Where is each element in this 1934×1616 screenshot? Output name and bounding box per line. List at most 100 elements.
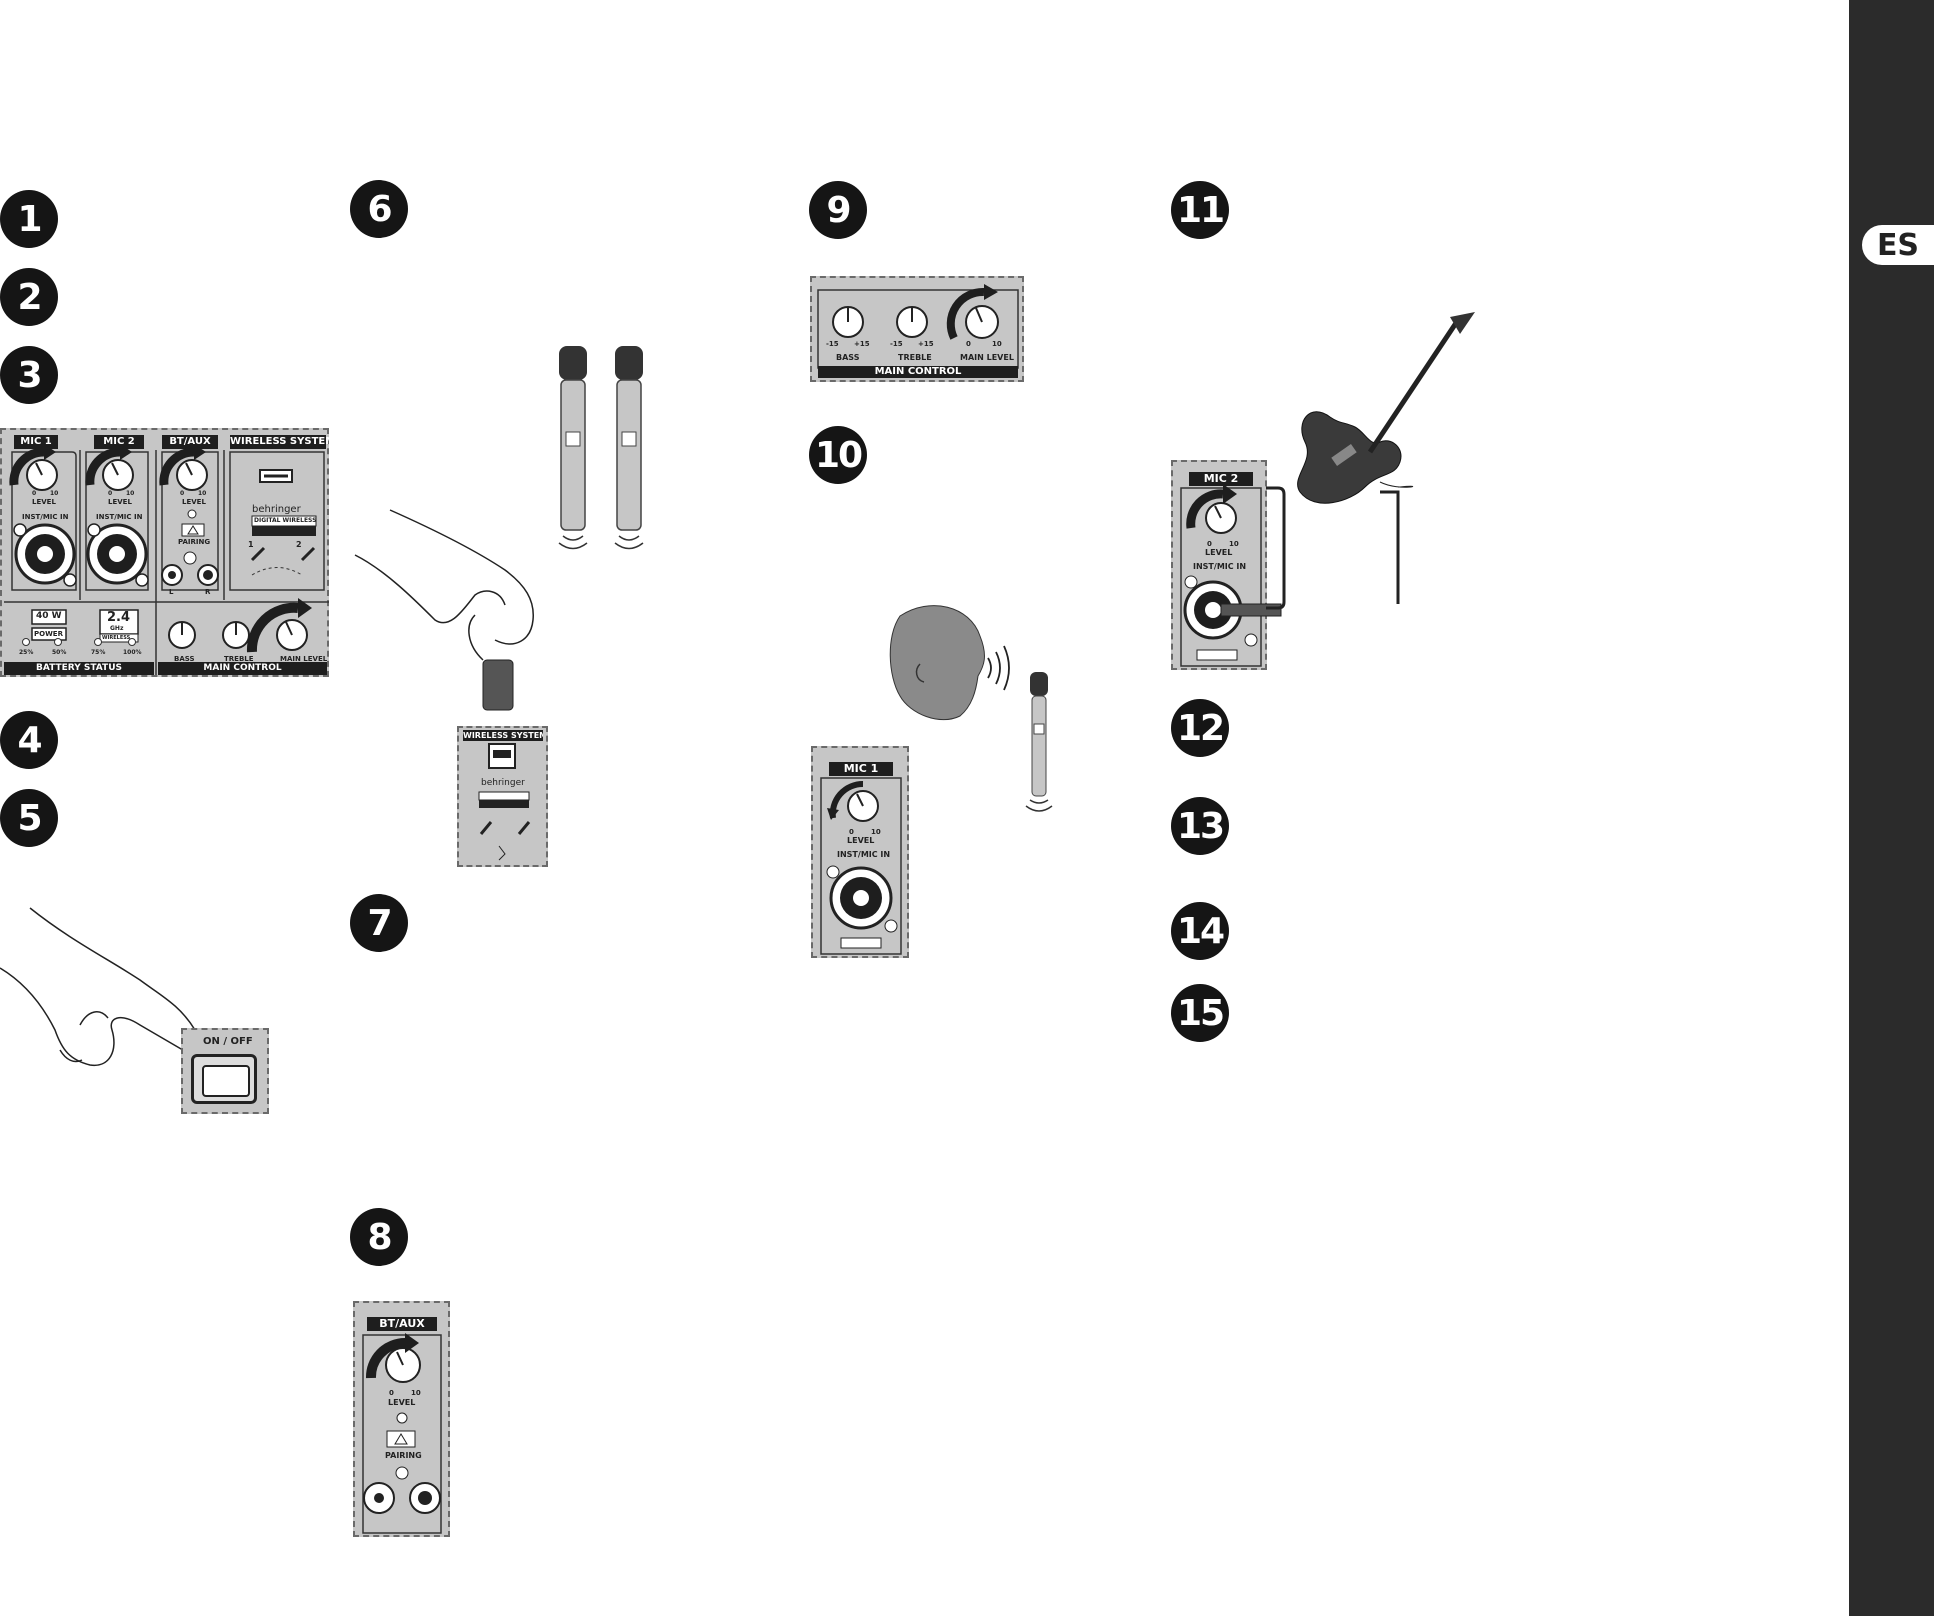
knob-icon — [222, 621, 250, 649]
bass-min: -15 — [826, 340, 839, 348]
bt-pairing-label: PAIRING — [385, 1451, 422, 1460]
right-label: R — [205, 588, 211, 596]
mic2-level-label: LEVEL — [1205, 548, 1233, 557]
battery-level-50: 50% — [52, 649, 67, 656]
mic1-inst-label: INST/MIC IN — [837, 850, 891, 859]
treble-max: +15 — [918, 340, 934, 348]
main-level-label: MAIN LEVEL — [280, 655, 328, 663]
mic2-panel-graphics — [1180, 484, 1282, 667]
bass-label: BASS — [174, 655, 195, 663]
wireless-panel-brand: behringer — [481, 778, 525, 788]
mic2-header: MIC 2 — [94, 435, 144, 449]
battery-level-25: 25% — [19, 649, 34, 656]
scale-label: 0 — [180, 490, 185, 497]
wireless-badge: 2.4 — [107, 610, 131, 625]
bt-aux-header: BT/AUX — [367, 1317, 437, 1331]
mic2-inst-label: INST/MIC IN — [96, 513, 143, 521]
knob-icon — [159, 444, 208, 491]
step-14: 14 — [1171, 902, 1229, 960]
wireless-header: WIRELESS SYSTEM — [230, 435, 336, 449]
mic2-scale-min: 0 — [1207, 540, 1212, 548]
mic1-panel-graphics — [820, 777, 902, 955]
step-2: 2 — [0, 268, 58, 326]
treble-label: TREBLE — [224, 655, 254, 663]
left-label: L — [169, 588, 174, 596]
hand-usb-illustration — [354, 509, 534, 711]
btaux-level-label: LEVEL — [182, 498, 206, 506]
xlr-jack-icon — [13, 523, 77, 587]
scale-label: 10 — [126, 490, 135, 497]
mic1-scale-max: 10 — [871, 828, 881, 836]
usb-port-icon — [478, 743, 531, 861]
wireless-mic-icon — [558, 346, 644, 550]
knob-icon — [246, 598, 312, 653]
knob-icon — [85, 444, 134, 491]
main-min: 0 — [966, 340, 971, 348]
ghz-label: GHz — [110, 625, 124, 632]
wireless-panel-header: WIRELESS SYSTEM — [463, 730, 543, 741]
step-13: 13 — [1171, 797, 1229, 855]
mic1-panel-header: MIC 1 — [829, 762, 893, 776]
mic-number-2: 2 — [296, 540, 302, 549]
mixer-panel: MIC 1 MIC 2 BT/AUX WIRELESS SYSTEM — [0, 428, 336, 677]
main-control-bar: MAIN CONTROL — [158, 662, 327, 675]
battery-level-75: 75% — [91, 649, 106, 656]
mixer-graphics — [4, 444, 329, 675]
mic2-panel: MIC 2 0 10 LEVEL INST/MIC IN — [1171, 460, 1282, 670]
bass-max: +15 — [854, 340, 870, 348]
mic1-level-label: LEVEL — [32, 498, 56, 506]
battery-level-100: 100% — [123, 649, 142, 656]
bt-scale-max: 10 — [411, 1389, 421, 1397]
mic1-panel: MIC 1 0 10 LEVEL INST/MIC IN — [811, 746, 909, 958]
bt-scale-min: 0 — [389, 1389, 394, 1397]
mic1-inst-label: INST/MIC IN — [22, 513, 69, 521]
bass-label: BASS — [836, 353, 860, 362]
wireless-system-panel: WIRELESS SYSTEM behringer — [457, 726, 548, 867]
knob-icon — [9, 444, 58, 491]
step-9: 9 — [809, 181, 867, 239]
scale-label: 0 — [108, 490, 113, 497]
main-control-title: MAIN CONTROL — [818, 366, 1018, 378]
scale-label: 0 — [32, 490, 37, 497]
mic1-header: MIC 1 — [14, 435, 58, 449]
language-sidebar — [1849, 0, 1934, 1616]
bt-level-label: LEVEL — [388, 1398, 416, 1407]
battery-status-bar: BATTERY STATUS — [4, 662, 154, 675]
step-3: 3 — [0, 346, 58, 404]
main-level-label: MAIN LEVEL — [960, 353, 1014, 362]
power-label: POWER — [34, 630, 63, 638]
step-12: 12 — [1171, 699, 1229, 757]
brand-label: behringer — [252, 504, 301, 515]
step-8: 8 — [350, 1208, 408, 1266]
language-tab[interactable]: ES — [1862, 225, 1934, 265]
scale-label: 10 — [198, 490, 207, 497]
mic2-inst-label: INST/MIC IN — [1193, 562, 1247, 571]
mic1-level-label: LEVEL — [847, 836, 875, 845]
power-badge: 40 W — [36, 611, 62, 621]
mic2-panel-header: MIC 2 — [1189, 472, 1253, 486]
pairing-label: PAIRING — [178, 538, 211, 546]
main-max: 10 — [992, 340, 1002, 348]
mic1-scale-min: 0 — [849, 828, 854, 836]
bt-aux-panel: BT/AUX 0 10 LEVEL PAIRING — [353, 1301, 450, 1537]
hand-press-illustration — [0, 907, 201, 1066]
step-4: 4 — [0, 711, 58, 769]
power-switch-panel: ON / OFF — [181, 1028, 269, 1114]
step-7: 7 — [350, 894, 408, 952]
main-control-panel: -15 +15 -15 +15 0 10 BASS TREBLE MAIN LE… — [810, 276, 1024, 382]
mic2-scale-max: 10 — [1229, 540, 1239, 548]
xlr-jack-icon — [86, 523, 149, 587]
step-5: 5 — [0, 789, 58, 847]
mic2-level-label: LEVEL — [108, 498, 132, 506]
mic-number-1: 1 — [248, 540, 254, 549]
step-6: 6 — [350, 180, 408, 238]
step-1: 1 — [0, 190, 58, 248]
bt-aux-graphics — [362, 1333, 442, 1534]
wireless-label: WIRELESS — [102, 635, 131, 641]
digital-wireless-label: DIGITAL WIRELESS — [254, 517, 317, 524]
step-11: 11 — [1171, 181, 1229, 239]
scale-label: 10 — [50, 490, 59, 497]
treble-label: TREBLE — [898, 353, 932, 362]
power-button[interactable] — [191, 1054, 257, 1104]
step-10: 10 — [809, 426, 867, 484]
